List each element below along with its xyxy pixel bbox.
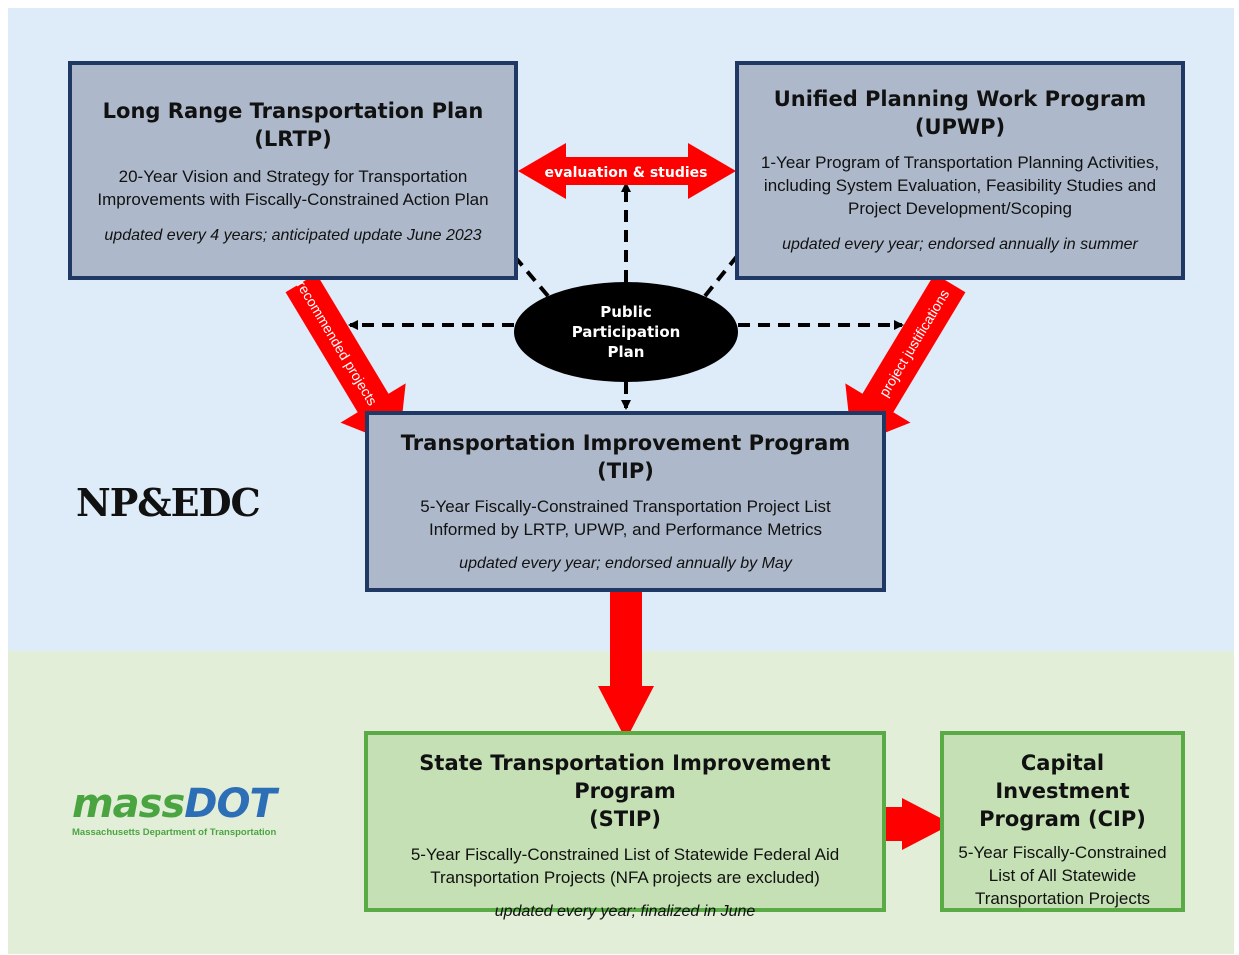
cip-box: Capital Investment Program (CIP) 5-Year …	[940, 731, 1185, 912]
np-edc-logo: NP&EDC	[76, 480, 261, 525]
upwp-title: Unified Planning Work Program	[773, 87, 1147, 111]
stip-description: 5-Year Fiscally-Constrained List of Stat…	[410, 845, 840, 887]
lrtp-abbr: (LRTP)	[254, 127, 332, 151]
tip-description: 5-Year Fiscally-Constrained Transportati…	[420, 497, 831, 539]
lrtp-title: Long Range Transportation Plan	[102, 99, 484, 123]
stip-update-note: updated every year; finalized in June	[494, 903, 756, 920]
massdot-logo-mass: mass	[72, 781, 185, 827]
lrtp-update-note: updated every 4 years; anticipated updat…	[104, 227, 482, 244]
upwp-update-note: updated every year; endorsed annually in…	[782, 236, 1138, 253]
stip-to-cip-arrow	[886, 798, 952, 850]
lrtp-box: Long Range Transportation Plan (LRTP) 20…	[68, 61, 518, 280]
project-justifications-label: project justifications	[876, 287, 953, 400]
public-participation-plan: Public Participation Plan	[514, 282, 738, 382]
upwp-description: 1-Year Program of Transportation Plannin…	[760, 153, 1160, 218]
cip-description: 5-Year Fiscally-Constrained List of All …	[958, 843, 1167, 908]
upwp-box: Unified Planning Work Program (UPWP) 1-Y…	[735, 61, 1185, 280]
dashed-arrow-to-upwp	[703, 238, 752, 298]
upwp-abbr: (UPWP)	[914, 115, 1006, 139]
ppp-line-1: Public	[600, 303, 652, 321]
stip-title: State Transportation Improvement Program	[419, 751, 831, 803]
massdot-logo-subtitle: Massachusetts Department of Transportati…	[72, 827, 277, 838]
recommended-projects-label: recommended projects	[294, 278, 381, 408]
lrtp-description: 20-Year Vision and Strategy for Transpor…	[97, 167, 489, 209]
tip-to-stip-arrow	[598, 591, 654, 740]
stip-box: State Transportation Improvement Program…	[364, 731, 886, 920]
stip-abbr: (STIP)	[589, 807, 661, 831]
tip-abbr: (TIP)	[597, 459, 654, 483]
dashed-arrow-to-lrtp	[502, 242, 550, 298]
dashed-arrows	[348, 182, 904, 410]
tip-box: Transportation Improvement Program (TIP)…	[365, 411, 886, 592]
ppp-line-2: Participation	[571, 323, 681, 341]
ppp-line-3: Plan	[607, 343, 645, 361]
tip-title: Transportation Improvement Program	[400, 431, 851, 455]
evaluation-arrow-label: evaluation & studies	[545, 165, 708, 181]
massdot-logo-dot: DOT	[184, 781, 276, 827]
tip-update-note: updated every year; endorsed annually by…	[459, 555, 792, 572]
cip-title: Capital Investment Program (CIP)	[979, 751, 1146, 831]
massdot-logo: massDOT	[72, 781, 277, 827]
evaluation-arrow	[518, 143, 736, 199]
